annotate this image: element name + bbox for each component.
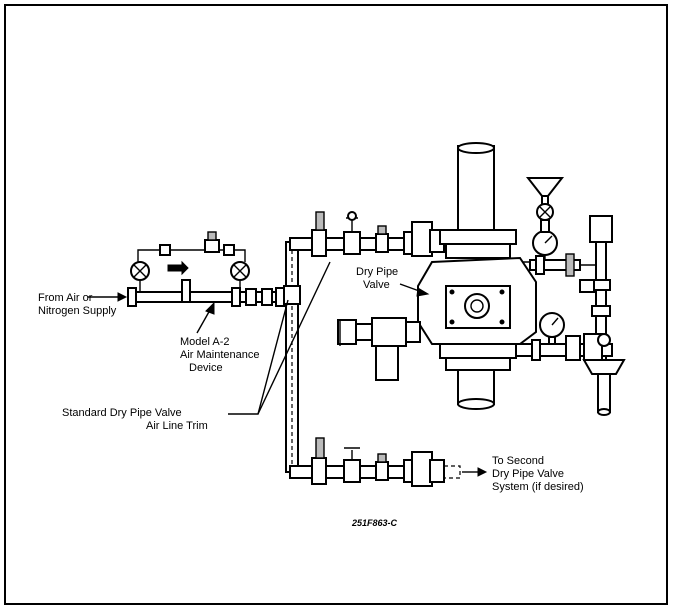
valve-label-line2: Valve: [363, 279, 390, 291]
device-leader-arrow: [205, 301, 215, 315]
device-label-line3: Device: [189, 362, 223, 374]
device-label-line2: Air Maintenance: [180, 349, 260, 361]
valve-leader-arrow: [416, 287, 430, 297]
second-label-line2: Dry Pipe Valve: [492, 468, 564, 480]
trim-label-line2: Air Line Trim: [146, 420, 208, 432]
lower-trim-line: [289, 437, 461, 487]
trim-label-line1: Standard Dry Pipe Valve: [62, 407, 182, 419]
supply-arrowhead: [117, 292, 128, 302]
upper-trim-line: [289, 211, 445, 257]
valve-label-line1: Dry Pipe: [356, 266, 398, 278]
device-label-line1: Model A-2: [180, 336, 230, 348]
second-arrowhead: [477, 467, 488, 477]
device-leader: [196, 309, 211, 334]
drawing-code: 251F863-C: [351, 518, 398, 528]
second-label-line1: To Second: [492, 455, 544, 467]
trim-riser: [283, 241, 301, 473]
supply-label-line2: Nitrogen Supply: [38, 305, 117, 317]
dry-pipe-valve: [417, 142, 537, 410]
drain-assembly: [337, 317, 421, 381]
air-maintenance-device: [127, 231, 289, 307]
second-label-line3: System (if desired): [492, 481, 584, 493]
right-trim: [515, 177, 626, 416]
drawing-frame: [4, 4, 668, 605]
supply-label-line1: From Air or: [38, 292, 93, 304]
trim-leader-2: [257, 261, 331, 415]
